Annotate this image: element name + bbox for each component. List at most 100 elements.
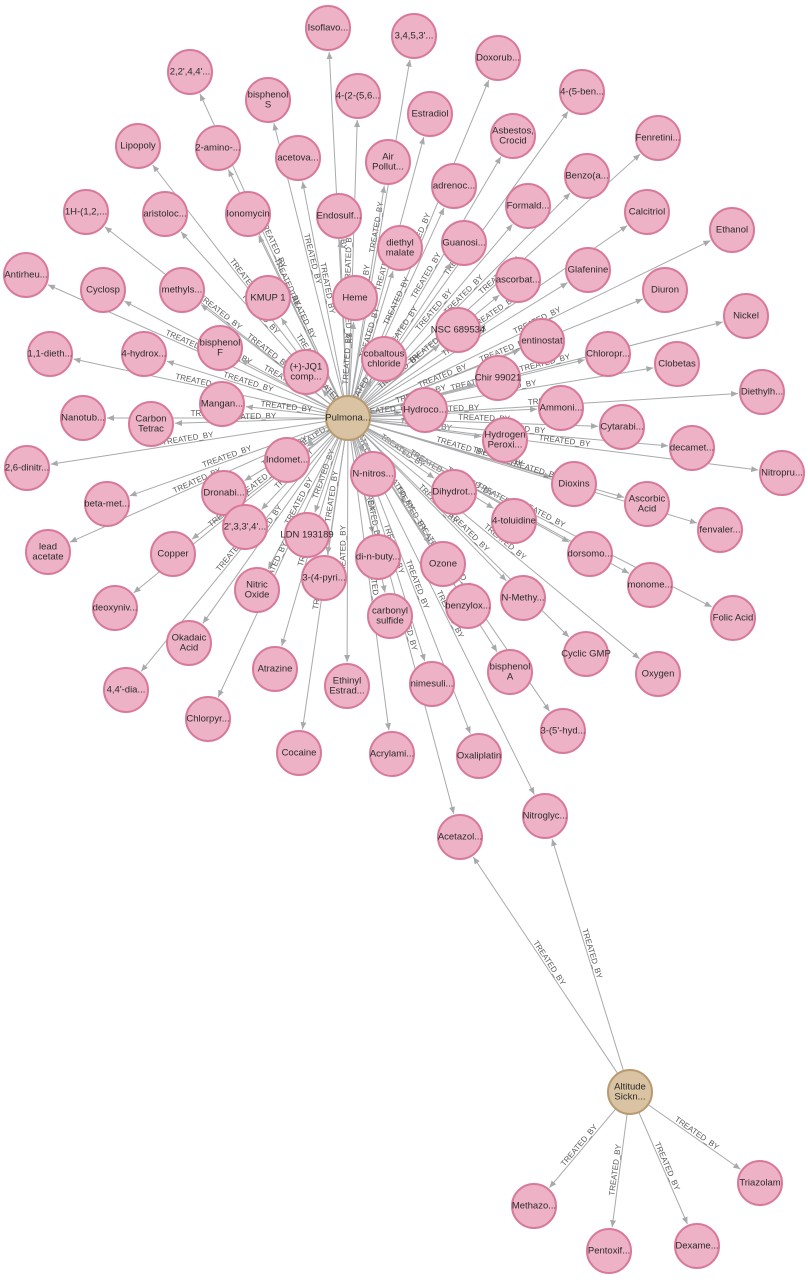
node-circle[interactable] (723, 293, 769, 339)
drug-node-n89[interactable]: 3-(5'-hyd... (540, 708, 586, 754)
node-circle[interactable] (607, 1069, 653, 1115)
node-circle[interactable] (350, 451, 396, 497)
node-circle[interactable] (92, 585, 138, 631)
node-circle[interactable] (586, 1228, 632, 1274)
node-circle[interactable] (559, 69, 605, 115)
node-circle[interactable] (402, 387, 448, 433)
drug-node-n37[interactable]: entinostat (519, 318, 565, 364)
drug-node-n50[interactable]: Ammoni... (538, 385, 584, 431)
node-circle[interactable] (669, 425, 715, 471)
node-circle[interactable] (710, 595, 756, 641)
node-circle[interactable] (201, 470, 247, 516)
drug-node-n17[interactable]: 1H-(1,2,... (63, 189, 109, 235)
drug-node-n46[interactable]: Diethylh... (739, 369, 785, 415)
drug-node-n38[interactable]: 1,1-dieth... (27, 331, 73, 377)
node-circle[interactable] (567, 531, 613, 577)
node-circle[interactable] (27, 331, 73, 377)
node-circle[interactable] (283, 349, 329, 395)
node-circle[interactable] (166, 620, 212, 666)
drug-node-n15[interactable]: adrenoc... (431, 163, 477, 209)
drug-node-n96[interactable]: Triazolam (737, 1160, 783, 1206)
node-circle[interactable] (435, 307, 481, 353)
node-circle[interactable] (150, 531, 196, 577)
drug-node-n28[interactable]: Cyclosp (80, 267, 126, 313)
node-circle[interactable] (84, 481, 130, 527)
drug-node-n2[interactable]: 3,4,5,3'... (391, 13, 437, 59)
node-circle[interactable] (500, 575, 546, 621)
node-circle[interactable] (365, 139, 411, 185)
node-circle[interactable] (445, 583, 491, 629)
drug-node-n83[interactable]: Oxygen (635, 651, 681, 697)
node-circle[interactable] (431, 469, 477, 515)
node-circle[interactable] (522, 793, 568, 839)
node-circle[interactable] (115, 123, 161, 169)
drug-node-n43[interactable]: Clobetas (654, 341, 700, 387)
drug-node-n21[interactable]: Formald... (505, 183, 551, 229)
drug-node-n75[interactable]: benzylox... (445, 583, 491, 629)
node-circle[interactable] (245, 275, 291, 321)
node-circle[interactable] (551, 461, 597, 507)
drug-node-n23[interactable]: Ethanol (709, 207, 755, 253)
node-circle[interactable] (316, 193, 362, 239)
node-circle[interactable] (759, 450, 805, 496)
drug-node-n70[interactable]: dorsomo... (567, 531, 613, 577)
node-circle[interactable] (25, 529, 71, 575)
node-circle[interactable] (222, 504, 268, 550)
drug-node-n71[interactable]: Ozone (420, 541, 466, 587)
drug-node-n51[interactable]: Cytarabi... (599, 404, 645, 450)
drug-node-n56[interactable]: Indomet... (264, 437, 310, 483)
node-circle[interactable] (369, 731, 415, 777)
node-circle[interactable] (540, 708, 586, 754)
node-circle[interactable] (361, 336, 407, 382)
node-circle[interactable] (420, 541, 466, 587)
node-circle[interactable] (103, 667, 149, 713)
drug-node-n66[interactable]: 4-toluidine (491, 498, 537, 544)
node-circle[interactable] (565, 247, 611, 293)
drug-node-n12[interactable]: 2-amino-... (195, 125, 241, 171)
drug-node-n93[interactable]: Nitroglyc... (522, 793, 568, 839)
drug-node-n39[interactable]: 4-hydrox... (121, 331, 167, 377)
drug-node-n73[interactable]: monome... (627, 562, 673, 608)
drug-node-n45[interactable]: Mangan... (199, 381, 245, 427)
drug-node-n22[interactable]: Calcitriol (624, 189, 670, 235)
drug-node-n91[interactable]: Acrylami... (369, 731, 415, 777)
drug-node-n40[interactable]: (+)-JQ1comp... (283, 349, 329, 395)
drug-node-n47[interactable]: Nanotub... (60, 395, 106, 441)
node-circle[interactable] (709, 207, 755, 253)
node-circle[interactable] (538, 385, 584, 431)
drug-node-n65[interactable]: LDN 193189 (280, 512, 334, 558)
node-circle[interactable] (335, 73, 381, 119)
drug-node-n69[interactable]: di-n-buty... (355, 534, 401, 580)
drug-node-n58[interactable]: Dronabi... (201, 470, 247, 516)
node-circle[interactable] (284, 512, 330, 558)
drug-node-n57[interactable]: N-nitros... (350, 451, 396, 497)
node-circle[interactable] (564, 153, 610, 199)
drug-node-n88[interactable]: Chlorpyr... (185, 696, 231, 742)
drug-node-n44[interactable]: Chir 99021 (475, 355, 521, 401)
node-circle[interactable] (475, 355, 521, 401)
drug-node-n52[interactable]: HydrogenPeroxi... (482, 417, 528, 463)
node-circle[interactable] (585, 331, 631, 377)
node-circle[interactable] (635, 651, 681, 697)
node-circle[interactable] (487, 649, 533, 695)
node-circle[interactable] (195, 125, 241, 171)
node-circle[interactable] (60, 395, 106, 441)
node-circle[interactable] (4, 445, 50, 491)
disease-node-alt[interactable]: AltitudeSickn... (607, 1069, 653, 1115)
node-circle[interactable] (511, 1183, 557, 1229)
node-circle[interactable] (121, 331, 167, 377)
drug-node-n14[interactable]: AirPollut... (365, 139, 411, 185)
drug-node-n25[interactable]: Guanosi... (441, 220, 487, 266)
node-circle[interactable] (185, 696, 231, 742)
drug-node-n60[interactable]: Dihydrot... (431, 469, 477, 515)
drug-node-n9[interactable]: Asbestos,Crocid (490, 113, 536, 159)
node-circle[interactable] (167, 49, 213, 95)
drug-node-n13[interactable]: acetova... (275, 135, 321, 181)
node-circle[interactable] (627, 562, 673, 608)
